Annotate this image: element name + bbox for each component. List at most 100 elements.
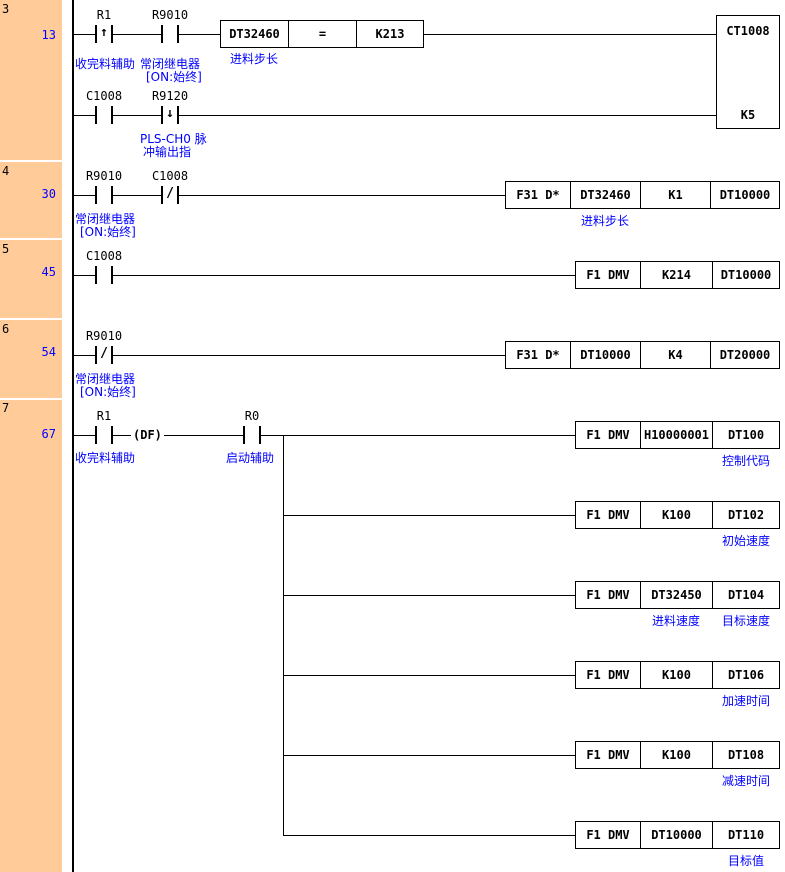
instruction-box-f1[interactable]: F1 DMV H10000001 DT100 — [575, 421, 780, 449]
normally-closed-icon: / — [163, 186, 177, 204]
contact-bar — [243, 426, 245, 444]
instruction-operand1[interactable]: K214 — [641, 262, 713, 288]
rung-step-30[interactable]: 30 — [12, 187, 56, 201]
rung-step-54[interactable]: 54 — [12, 345, 56, 359]
rung-divider — [0, 238, 62, 240]
instruction-mnemonic[interactable]: F1 DMV — [576, 742, 641, 768]
falling-edge-icon: ↓ — [163, 106, 177, 124]
instruction-box-f1[interactable]: F1 DMV DT32450 DT104 — [575, 581, 780, 609]
comment-r9120-line2: 冲输出指 — [143, 143, 191, 160]
instruction-mnemonic[interactable]: F1 DMV — [576, 582, 641, 608]
contact-bar — [111, 186, 113, 204]
instruction-mnemonic[interactable]: F1 DMV — [576, 502, 641, 528]
instruction-operand3[interactable]: DT10000 — [711, 182, 779, 208]
rising-edge-icon: ↑ — [97, 25, 111, 43]
rung-wire — [73, 275, 575, 276]
contact-bar — [177, 106, 179, 124]
instruction-operand2[interactable]: DT10000 — [713, 262, 779, 288]
rung-number-7: 7 — [2, 401, 26, 415]
comment-r0: 启动辅助 — [226, 449, 274, 466]
rung-wire — [424, 34, 716, 35]
instruction-operand2[interactable]: DT108 — [713, 742, 779, 768]
contact-c1008[interactable] — [95, 266, 113, 284]
comment-r9010-line2: [ON:始终] — [80, 383, 136, 400]
instruction-mnemonic[interactable]: F1 DMV — [576, 822, 641, 848]
instruction-mnemonic[interactable]: F1 DMV — [576, 422, 641, 448]
compare-box[interactable]: DT32460 = K213 — [220, 20, 424, 48]
instruction-mnemonic[interactable]: F1 DMV — [576, 662, 641, 688]
rung-wire — [73, 355, 505, 356]
instruction-operand2[interactable]: K1 — [641, 182, 711, 208]
instruction-operand2[interactable]: K4 — [641, 342, 711, 368]
branch-wire — [283, 675, 575, 676]
comment-target-speed: 目标速度 — [712, 612, 780, 629]
rung-step-13[interactable]: 13 — [12, 28, 56, 42]
instruction-mnemonic[interactable]: F31 D* — [506, 182, 571, 208]
branch-wire — [283, 755, 575, 756]
instruction-box-f1[interactable]: F1 DMV K214 DT10000 — [575, 261, 780, 289]
contact-c1008[interactable] — [95, 106, 113, 124]
comment-feed-step: 进料步长 — [220, 50, 288, 67]
contact-r9120-falling[interactable]: ↓ — [161, 106, 179, 124]
rung-divider — [0, 318, 62, 320]
contact-r1-rising[interactable]: ↑ — [95, 25, 113, 43]
instruction-box-f31[interactable]: F31 D* DT32460 K1 DT10000 — [505, 181, 780, 209]
counter-preset: K5 — [717, 108, 779, 122]
instruction-box-f1[interactable]: F1 DMV K100 DT102 — [575, 501, 780, 529]
instruction-box-f1[interactable]: F1 DMV K100 DT106 — [575, 661, 780, 689]
instruction-operand1[interactable]: DT10000 — [571, 342, 641, 368]
device-label-r9010: R9010 — [140, 8, 200, 22]
compare-operand2[interactable]: K213 — [357, 21, 423, 47]
rung-divider — [0, 398, 62, 400]
comment-feed-speed: 进料速度 — [640, 612, 712, 629]
instruction-operand1[interactable]: DT32450 — [641, 582, 713, 608]
comment-accel-time: 加速时间 — [712, 692, 780, 709]
contact-r0[interactable] — [243, 426, 261, 444]
comment-decel-time: 减速时间 — [712, 772, 780, 789]
instruction-operand2[interactable]: DT106 — [713, 662, 779, 688]
instruction-operand2[interactable]: DT102 — [713, 502, 779, 528]
contact-bar — [95, 106, 97, 124]
instruction-box-f1[interactable]: F1 DMV K100 DT108 — [575, 741, 780, 769]
comment-control-code: 控制代码 — [712, 452, 780, 469]
contact-r9010[interactable] — [161, 25, 179, 43]
instruction-mnemonic[interactable]: F31 D* — [506, 342, 571, 368]
instruction-operand2[interactable]: DT100 — [713, 422, 779, 448]
comment-initial-speed: 初始速度 — [712, 532, 780, 549]
contact-c1008-nc[interactable]: / — [161, 186, 179, 204]
rung-divider — [0, 160, 62, 162]
instruction-mnemonic[interactable]: F1 DMV — [576, 262, 641, 288]
instruction-operand1[interactable]: H10000001 — [641, 422, 713, 448]
instruction-operand1[interactable]: K100 — [641, 742, 713, 768]
device-label-c1008: C1008 — [74, 249, 134, 263]
rung-number-5: 5 — [2, 242, 26, 256]
branch-wire — [283, 515, 575, 516]
comment-target-value: 目标值 — [712, 852, 780, 869]
instruction-operand2[interactable]: DT104 — [713, 582, 779, 608]
instruction-operand1[interactable]: DT32460 — [571, 182, 641, 208]
branch-wire — [283, 595, 575, 596]
rung-step-67[interactable]: 67 — [12, 427, 56, 441]
df-instruction[interactable]: (DF) — [131, 428, 164, 443]
rung-wire — [73, 195, 505, 196]
contact-r1[interactable] — [95, 426, 113, 444]
contact-r9010[interactable] — [95, 186, 113, 204]
compare-operand1[interactable]: DT32460 — [221, 21, 289, 47]
contact-bar — [177, 186, 179, 204]
compare-operator[interactable]: = — [289, 21, 357, 47]
instruction-operand1[interactable]: K100 — [641, 502, 713, 528]
contact-r9010-nc[interactable]: / — [95, 346, 113, 364]
instruction-box-f1[interactable]: F1 DMV DT10000 DT110 — [575, 821, 780, 849]
instruction-operand2[interactable]: DT110 — [713, 822, 779, 848]
instruction-operand1[interactable]: K100 — [641, 662, 713, 688]
comment-r9010-line2: [ON:始终] — [146, 68, 202, 85]
instruction-operand1[interactable]: DT10000 — [641, 822, 713, 848]
instruction-operand3[interactable]: DT20000 — [711, 342, 779, 368]
device-label-r1: R1 — [74, 8, 134, 22]
instruction-box-f31[interactable]: F31 D* DT10000 K4 DT20000 — [505, 341, 780, 369]
comment-r9010-line2: [ON:始终] — [80, 223, 136, 240]
contact-bar — [95, 266, 97, 284]
rung-step-45[interactable]: 45 — [12, 265, 56, 279]
counter-box-ct1008[interactable]: CT1008 K5 — [716, 15, 780, 129]
